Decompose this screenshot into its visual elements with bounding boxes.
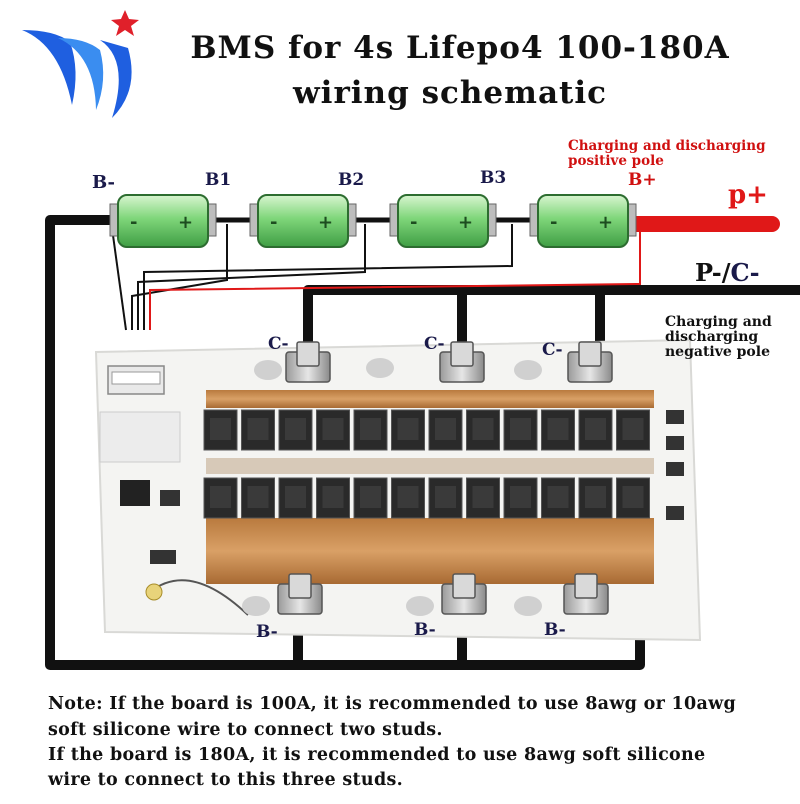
mosfet [316, 477, 350, 519]
mosfet [466, 409, 500, 451]
c-minus-stud [439, 341, 485, 383]
b-minus-wire [45, 215, 645, 670]
battery-cell-icon: -+ [529, 194, 637, 248]
mosfet [241, 477, 275, 519]
b-minus-stud-label-2: B- [414, 620, 436, 640]
positive-pole-note-1: Charging and discharging [568, 138, 766, 154]
b-minus-stud [563, 573, 609, 615]
cell-minus-sign: - [550, 212, 557, 233]
page-subtitle: wiring schematic [292, 75, 608, 111]
mosfet [578, 409, 613, 451]
note-line-2: soft silicone wire to connect two studs. [48, 720, 443, 740]
mosfet [278, 409, 313, 451]
mosfet [541, 409, 575, 451]
positive-pole-note-2: positive pole [568, 153, 664, 169]
cell-plus-sign: + [598, 212, 613, 233]
c-minus-stud [567, 341, 613, 383]
p-plus-label: p+ [728, 180, 768, 210]
negative-pole-note-2: discharging [665, 329, 759, 345]
b2-label: B2 [338, 170, 365, 190]
p-minus-prefix: P-/ [695, 258, 731, 287]
c-minus-stud-label-1: C- [268, 334, 289, 354]
battery-cell-icon: -+ [249, 194, 357, 248]
cell-plus-sign: + [458, 212, 473, 233]
page-title: BMS for 4s Lifepo4 100-180A [190, 30, 730, 66]
note-line-3: If the board is 180A, it is recommended … [48, 745, 706, 765]
mosfet [316, 409, 350, 451]
mosfet [466, 477, 500, 519]
cell-plus-sign: + [178, 212, 193, 233]
mosfet [353, 477, 388, 519]
brand-logo-icon [22, 10, 139, 118]
b-plus-label: B+ [628, 170, 657, 190]
mosfet [391, 409, 425, 451]
mosfet [391, 477, 425, 519]
mosfet [203, 409, 238, 451]
note-line-4: wire to connect to this three studs. [48, 770, 404, 790]
b-minus-stud [277, 573, 323, 615]
mosfet [578, 477, 613, 519]
mosfet [616, 409, 650, 451]
b-minus-label: B- [92, 172, 116, 193]
mosfet [353, 409, 388, 451]
b3-label: B3 [480, 168, 507, 188]
c-minus-big-label: C- [730, 258, 760, 287]
cell-plus-sign: + [318, 212, 333, 233]
p-minus-label: P-/C- [695, 258, 760, 287]
c-minus-stud-label-3: C- [542, 340, 563, 360]
mosfet [241, 409, 275, 451]
mosfet [278, 477, 313, 519]
b1-label: B1 [205, 170, 232, 190]
c-minus-wire [303, 285, 800, 360]
b-minus-stud-label-3: B- [544, 620, 566, 640]
note-line-1: Note: If the board is 100A, it is recomm… [48, 694, 736, 714]
mosfet [503, 477, 538, 519]
balance-wires [111, 224, 641, 331]
b-minus-stud-label-1: B- [256, 622, 278, 642]
mosfet [616, 477, 650, 519]
mosfet [428, 477, 463, 519]
mosfet [428, 409, 463, 451]
mosfet [503, 409, 538, 451]
c-minus-stud [285, 341, 331, 383]
bms-board [94, 338, 702, 642]
battery-cell-icon: -+ [389, 194, 497, 248]
negative-pole-note-3: negative pole [665, 344, 770, 360]
cell-minus-sign: - [270, 212, 277, 233]
cell-minus-sign: - [130, 212, 137, 233]
mosfet [541, 477, 575, 519]
negative-pole-note-1: Charging and [665, 314, 772, 330]
cell-minus-sign: - [410, 212, 417, 233]
mosfet [203, 477, 238, 519]
c-minus-stud-label-2: C- [424, 334, 445, 354]
battery-cell-icon: -+ [109, 194, 217, 248]
b-minus-stud [441, 573, 487, 615]
